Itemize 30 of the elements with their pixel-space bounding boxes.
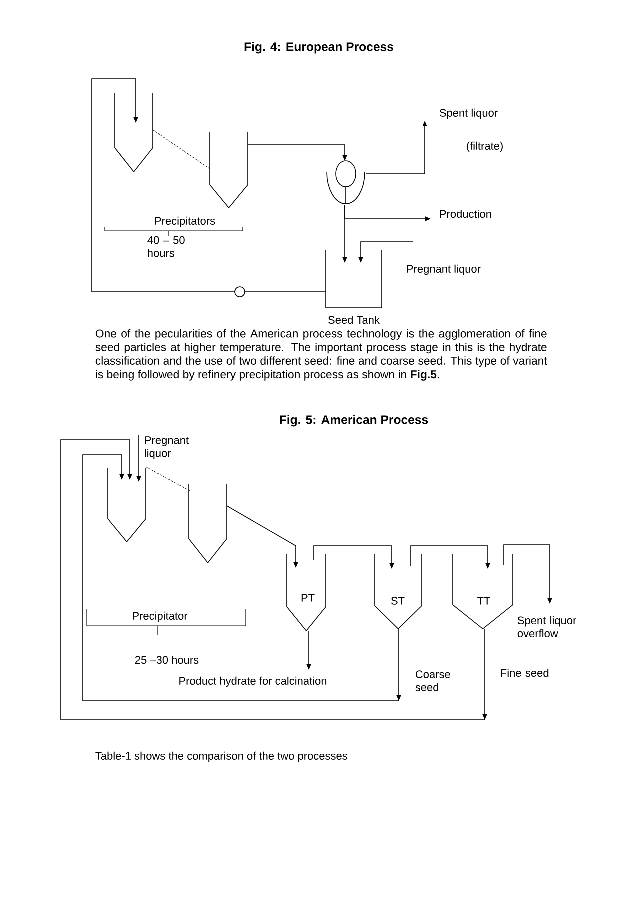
seed-tank: Seed Tank <box>326 250 382 324</box>
stream-label: Spent liquor overflow <box>518 616 577 638</box>
paragraph: One of the pecularities of the American process technology is the agglomeration of fine seed particles at higher temperature. The important process stage in this is the hydrate classification and the use of two different seed: fine and coarse seed. This type of variant is being followed by refinery precipitation process as shown in Fig.5. <box>96 329 548 381</box>
stream-label: Spent liquor <box>440 108 498 120</box>
edge-label: Coarse seed <box>416 670 450 692</box>
precipitator-tank <box>210 132 248 209</box>
paragraph: Table-1 shows the comparison of the two processes <box>96 752 348 762</box>
stream-label: Pregnant liquor <box>145 436 189 460</box>
duration-text: 40 – 50 hours <box>148 236 185 258</box>
flow-arrow <box>82 454 402 702</box>
pump-symbol <box>234 286 246 298</box>
classifier-tank: PT <box>286 554 326 632</box>
flow-arrow <box>60 440 488 720</box>
edge-label: Fine seed <box>501 668 549 678</box>
precipitator-tank <box>188 484 228 564</box>
caption-text: Precipitators <box>155 216 216 228</box>
figure-title: Fig. 5: American Process <box>280 415 428 427</box>
stream-label: Product hydrate for calcination <box>180 676 327 688</box>
flow-arrow <box>92 78 236 292</box>
classifier-tank: TT <box>452 554 514 630</box>
filter-symbol <box>326 160 366 204</box>
precipitator-tank <box>108 468 146 543</box>
classifier-tank: ST <box>374 554 422 630</box>
stream-label: Production <box>440 210 492 218</box>
caption-text: Precipitator <box>133 612 188 622</box>
precipitator-tank <box>114 92 154 173</box>
stream-note: (filtrate) <box>467 142 503 152</box>
figure-title: Fig. 4: European Process <box>244 42 394 54</box>
duration-text: 25 –30 hours <box>135 656 199 664</box>
stream-label: Pregnant liquor <box>407 264 481 276</box>
